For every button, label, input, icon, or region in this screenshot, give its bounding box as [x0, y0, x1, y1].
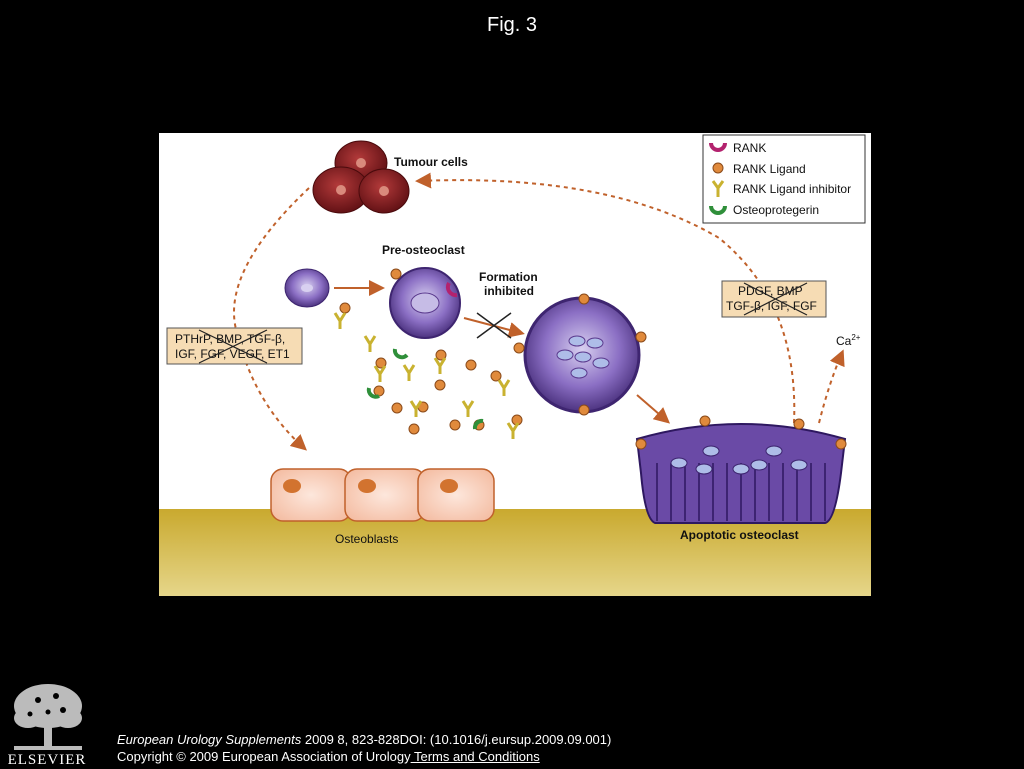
rank-icon: [709, 142, 727, 152]
journal-name: European Urology Supplements: [117, 732, 302, 747]
elsevier-wordmark: ELSEVIER: [7, 752, 87, 768]
calcium-label: Ca2+: [836, 333, 861, 348]
apoptosis-arrow: [636, 394, 671, 424]
legend-rank-label: RANK: [733, 141, 766, 155]
calcium-release-arrow: [818, 349, 845, 424]
elsevier-tree-logo: [8, 680, 88, 752]
right-factors-line2: TGF-β, IGF, FGF: [726, 299, 817, 313]
pre-osteoclast-label: Pre-osteoclast: [382, 243, 465, 257]
citation-text: 2009 8, 823-828DOI: (10.1016/j.eursup.20…: [301, 732, 612, 747]
osteoblasts-label: Osteoblasts: [335, 532, 398, 546]
rank-ligand-icon: [712, 162, 724, 174]
left-factor-box: PTHrP, BMP, TGF-β, IGF, FGF, VEGF, ET1: [166, 327, 303, 365]
diagram-svg: Tumour cells RANK RANK Ligand RANK Ligan…: [159, 134, 871, 596]
left-factors-line1: PTHrP, BMP, TGF-β,: [175, 332, 285, 346]
figure-title: Fig. 3: [486, 14, 538, 36]
osteoblast-cells: [270, 468, 495, 522]
osteoprotegerin-icon: [709, 205, 727, 215]
left-factors-line2: IGF, FGF, VEGF, ET1: [175, 347, 290, 361]
terms-link[interactable]: Terms and Conditions: [410, 749, 540, 764]
inhibited-label: inhibited: [484, 284, 534, 298]
formation-arrow: [463, 317, 525, 338]
tumour-cells: [312, 140, 410, 214]
rank-ligand-inhibitor-icon: [711, 180, 725, 197]
ligand-cluster: [333, 302, 523, 439]
diagram-panel: Tumour cells RANK RANK Ligand RANK Ligan…: [159, 133, 871, 596]
legend-inhibitor-label: RANK Ligand inhibitor: [733, 182, 851, 196]
legend-box: RANK RANK Ligand RANK Ligand inhibitor O…: [702, 134, 866, 224]
right-factor-box: PDGF, BMP TGF-β, IGF, FGF: [721, 280, 827, 318]
legend-osteoprotegerin-label: Osteoprotegerin: [733, 203, 819, 217]
apoptotic-osteoclast: [635, 415, 847, 524]
tumour-to-osteoblast-arrow: [233, 187, 310, 451]
formation-label: Formation: [479, 270, 538, 284]
copyright-text: Copyright © 2009 European Association of…: [117, 749, 411, 764]
apoptotic-osteoclast-label: Apoptotic osteoclast: [680, 528, 799, 542]
legend-rank-ligand-label: RANK Ligand: [733, 162, 806, 176]
tumour-cells-label: Tumour cells: [394, 155, 468, 169]
citation-footer: European Urology Supplements 2009 8, 823…: [117, 731, 611, 765]
